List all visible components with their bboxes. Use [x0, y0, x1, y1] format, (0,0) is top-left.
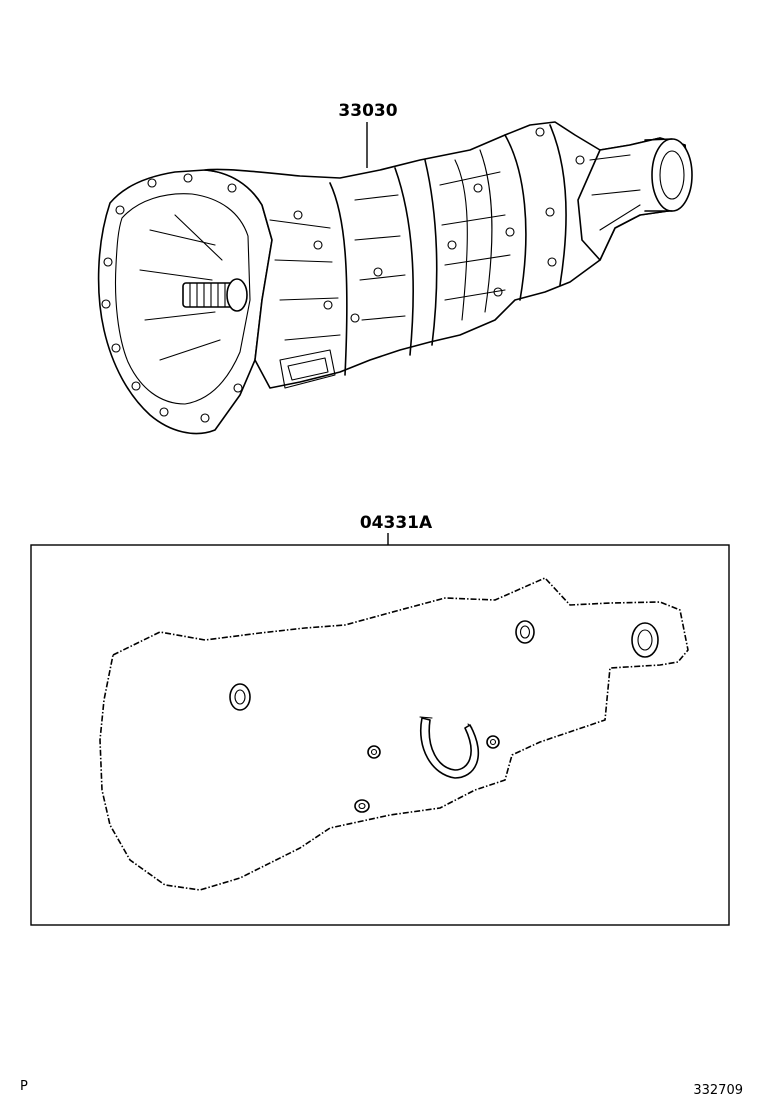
oil-seal-left — [229, 683, 251, 711]
kit-box — [30, 544, 730, 926]
oil-seal-large — [631, 622, 659, 658]
half-moon-seal — [419, 716, 480, 779]
o-ring-3 — [354, 799, 370, 813]
footer-right-code: 332709 — [693, 1083, 743, 1098]
transmission-assembly-illustration — [97, 121, 693, 435]
gasket-kit-illustration — [99, 577, 689, 891]
footer-left-code: P — [20, 1079, 28, 1094]
part-number-04331A: 04331A — [360, 513, 433, 533]
gasket-outline — [99, 577, 689, 891]
o-ring-2 — [486, 735, 500, 749]
o-ring-1 — [367, 745, 381, 759]
case-bolts — [293, 127, 585, 323]
flange-bolts — [101, 173, 243, 423]
part-number-33030: 33030 — [338, 101, 397, 121]
oil-seal-small — [515, 620, 535, 644]
